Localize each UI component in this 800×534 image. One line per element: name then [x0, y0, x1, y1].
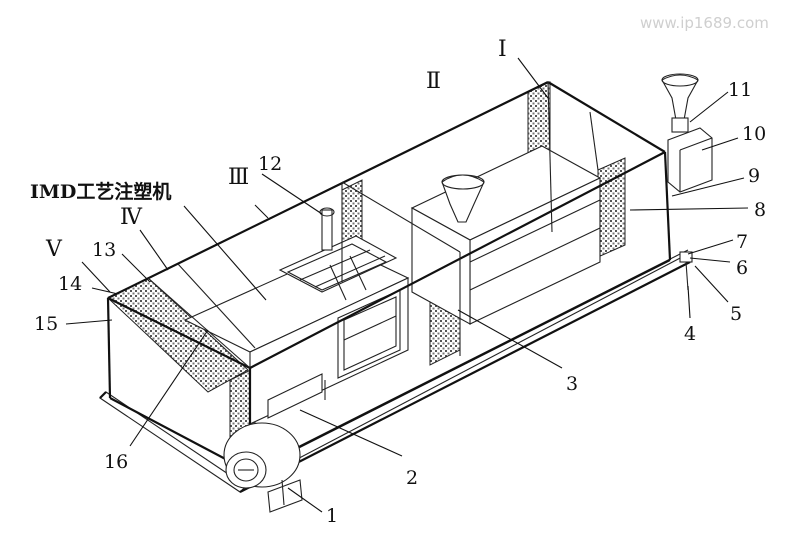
part-label-10: 10 [742, 123, 766, 145]
zone-label-5: Ⅴ [45, 236, 63, 261]
part-label-5: 5 [730, 303, 742, 325]
zone-label-2: Ⅱ [426, 68, 441, 93]
dryer-unit [667, 127, 713, 193]
part-label-1: 1 [326, 505, 338, 527]
part-label-2: 2 [406, 467, 418, 489]
enclosure-frame [106, 81, 672, 473]
feeder-funnel [661, 73, 699, 133]
part-label-16: 16 [104, 451, 128, 473]
injection-machine [183, 145, 602, 425]
diagram-title: IMD工艺注塑机 [30, 180, 171, 203]
zone-label-4: Ⅳ [120, 204, 143, 229]
part-label-13: 13 [92, 239, 116, 261]
part-label-4: 4 [684, 323, 696, 345]
base-corner [679, 251, 693, 291]
part-label-6: 6 [736, 257, 748, 279]
fan-motor [223, 422, 303, 513]
hopper [441, 174, 485, 223]
part-label-8: 8 [754, 199, 766, 221]
zone-label-3: Ⅲ [228, 164, 249, 189]
part-label-14: 14 [58, 273, 82, 295]
control-door [337, 289, 401, 379]
mesh-panel-right [597, 157, 626, 258]
leader-lines [65, 57, 749, 513]
zone-label-1: Ⅰ [498, 36, 507, 61]
part-label-7: 7 [736, 231, 748, 253]
robot-arm [319, 207, 335, 251]
part-label-3: 3 [566, 373, 578, 395]
part-label-11: 11 [728, 79, 752, 101]
part-label-15: 15 [34, 313, 58, 335]
part-label-12: 12 [258, 153, 282, 175]
part-label-9: 9 [748, 165, 760, 187]
watermark-text: www.ip1689.com [640, 14, 769, 32]
